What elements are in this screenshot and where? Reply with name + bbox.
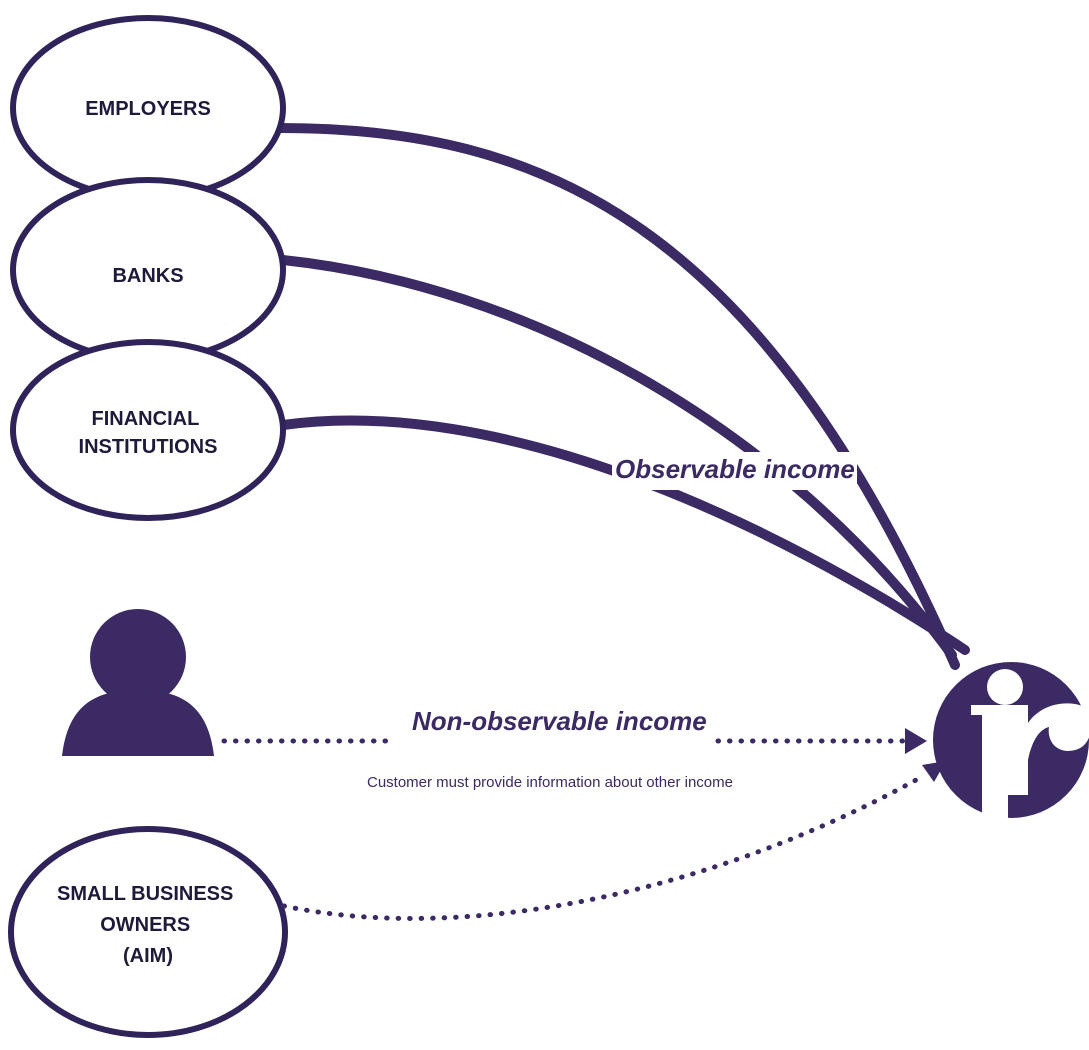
financial-institutions-line-2: INSTITUTIONS (79, 436, 218, 458)
observable-label-bg (612, 452, 857, 490)
banks-label: BANKS (112, 265, 183, 287)
non-observable-income-label: Non-observable income (412, 706, 707, 736)
employers-label: EMPLOYERS (85, 98, 211, 120)
non-observable-arrowhead (905, 728, 927, 754)
financial-institutions-ellipse (10, 339, 286, 521)
small-business-owners-line-1: SMALL BUSINESS (57, 883, 233, 905)
ir-logo-icon (933, 662, 1089, 820)
customer-note: Customer must provide information about … (367, 774, 733, 791)
small-business-owners-label: SMALL BUSINESS OWNERS (AIM) (57, 883, 239, 967)
small-business-owners-line-3: (AIM) (123, 945, 173, 967)
banks-flow-arrow (278, 255, 957, 660)
financial-institutions-line-1: FINANCIAL (92, 408, 200, 430)
observable-income-label: Observable income (615, 454, 855, 484)
employers-flow-arrow (275, 123, 960, 670)
small-business-owners-line-2: OWNERS (100, 914, 190, 936)
aim-dotted-flow (281, 772, 928, 921)
small-business-owners-ellipse (8, 826, 288, 1038)
financial-institutions-label: FINANCIAL INSTITUTIONS (79, 408, 218, 458)
person-icon (62, 609, 214, 756)
